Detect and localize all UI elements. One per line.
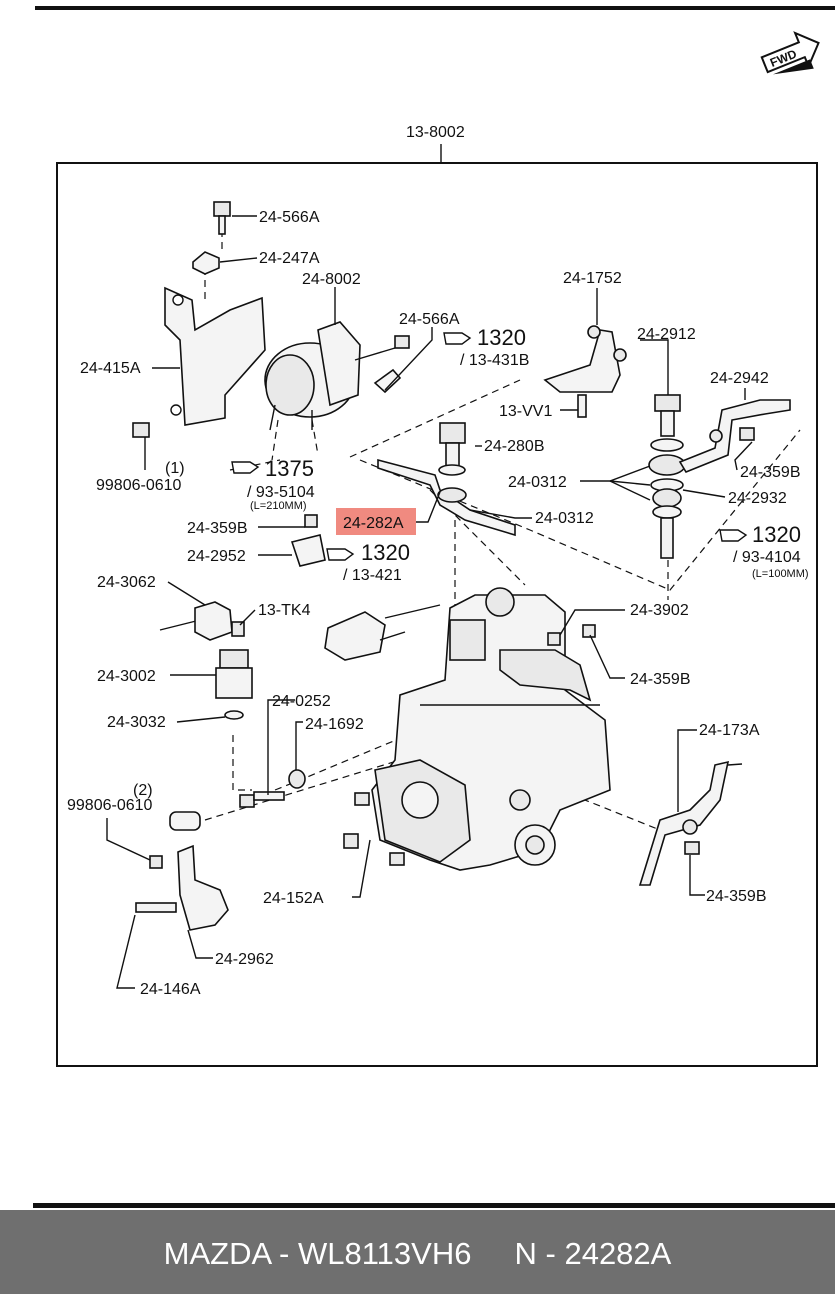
clamp-242952: [290, 514, 326, 567]
label-13TK4: 13-TK4: [258, 602, 311, 619]
footer-bar: [0, 1210, 835, 1294]
ref-13431B: / 13-431B: [460, 352, 529, 369]
note-1: (1): [165, 460, 185, 477]
pipe-242942: [678, 399, 791, 473]
ref-13421: / 13-421: [343, 567, 402, 584]
bolt-24359B-mid: [582, 624, 596, 638]
label-24566A-top: 24-566A: [259, 209, 320, 226]
pointer-icon: [326, 548, 355, 561]
spacer-998060610: [149, 811, 201, 869]
bolt-99806-top: [132, 422, 150, 438]
ref-L100: (L=100MM): [752, 568, 809, 580]
ref-1320-b: 1320: [361, 540, 410, 565]
highlight-box: [336, 508, 416, 535]
label-242952: 24-2952: [187, 548, 246, 565]
label-242932: 24-2932: [728, 490, 787, 507]
ref-935104: / 93-5104: [247, 484, 315, 501]
bracket-24415A: [164, 286, 266, 426]
pointer-icon: [719, 529, 748, 542]
label-243062: 24-3062: [97, 574, 156, 591]
label-24146A: 24-146A: [140, 981, 201, 998]
label-248002: 24-8002: [302, 271, 361, 288]
bottom-rule: [33, 1203, 835, 1208]
leader-lines: [106, 215, 753, 989]
diagram-frame: [56, 162, 818, 1067]
bracket-242962: [177, 844, 229, 931]
pipe-24282A: [377, 422, 516, 537]
lever-24173A: [638, 760, 743, 886]
label-24152A: 24-152A: [263, 890, 324, 907]
parts-diagram: FWD 13-8002: [33, 6, 835, 1208]
bolt-24146A: [135, 902, 177, 913]
ref-1320-c: 1320: [752, 522, 801, 547]
label-24173A: 24-173A: [699, 722, 760, 739]
label-24247A: 24-247A: [259, 250, 320, 267]
solenoid-243002: [159, 601, 253, 720]
fwd-arrow-icon: FWD: [760, 31, 820, 75]
label-243002: 24-3002: [97, 668, 156, 685]
label-243032: 24-3032: [107, 714, 166, 731]
label-13VV1: 13-VV1: [499, 403, 552, 420]
label-24359B-left: 24-359B: [187, 520, 248, 537]
ref-934104: / 93-4104: [733, 549, 801, 566]
banjo-bolt-242912: [648, 394, 686, 559]
note-2: (2): [133, 782, 153, 799]
bolt-24566A-top: [213, 201, 231, 217]
assembly-ref-label: 13-8002: [406, 124, 465, 141]
label-240312-b: 24-0312: [535, 510, 594, 527]
pointer-icon: [231, 461, 260, 474]
top-rule: [35, 6, 835, 10]
label-242942: 24-2942: [710, 370, 769, 387]
lever-241752: [543, 325, 627, 418]
ref-1320-a: 1320: [477, 325, 526, 350]
label-24566A-mid: 24-566A: [399, 311, 460, 328]
injection-pump: [343, 587, 611, 871]
label-998060610-2: 99806-0610: [67, 797, 153, 814]
bolt-243902: [547, 632, 561, 646]
label-24359B-right: 24-359B: [740, 464, 801, 481]
label-240312-a: 24-0312: [508, 474, 567, 491]
label-241752: 24-1752: [563, 270, 622, 287]
label-24415A: 24-415A: [80, 360, 141, 377]
label-24359B-bottom: 24-359B: [706, 888, 767, 905]
nut-24247A: [192, 251, 220, 275]
label-24359B-mid: 24-359B: [630, 671, 691, 688]
ref-pointer-icons: [231, 332, 748, 561]
footer-caption: MAZDA - WL8113VH6 N - 24282A: [163, 1236, 672, 1271]
label-241692: 24-1692: [305, 716, 364, 733]
label-24280B: 24-280B: [484, 438, 545, 455]
label-243902: 24-3902: [630, 602, 689, 619]
ref-L210: (L=210MM): [250, 500, 307, 512]
pin-240252: [239, 769, 306, 808]
label-240252: 24-0252: [272, 693, 331, 710]
ref-1375: 1375: [265, 456, 314, 481]
label-242962: 24-2962: [215, 951, 274, 968]
label-242912: 24-2912: [637, 326, 696, 343]
connector-13TK4: [324, 604, 441, 661]
label-24282A: 24-282A: [343, 515, 404, 532]
pointer-icon: [443, 332, 472, 345]
actuator-248002: [264, 321, 410, 431]
label-998060610-1: 99806-0610: [96, 477, 182, 494]
